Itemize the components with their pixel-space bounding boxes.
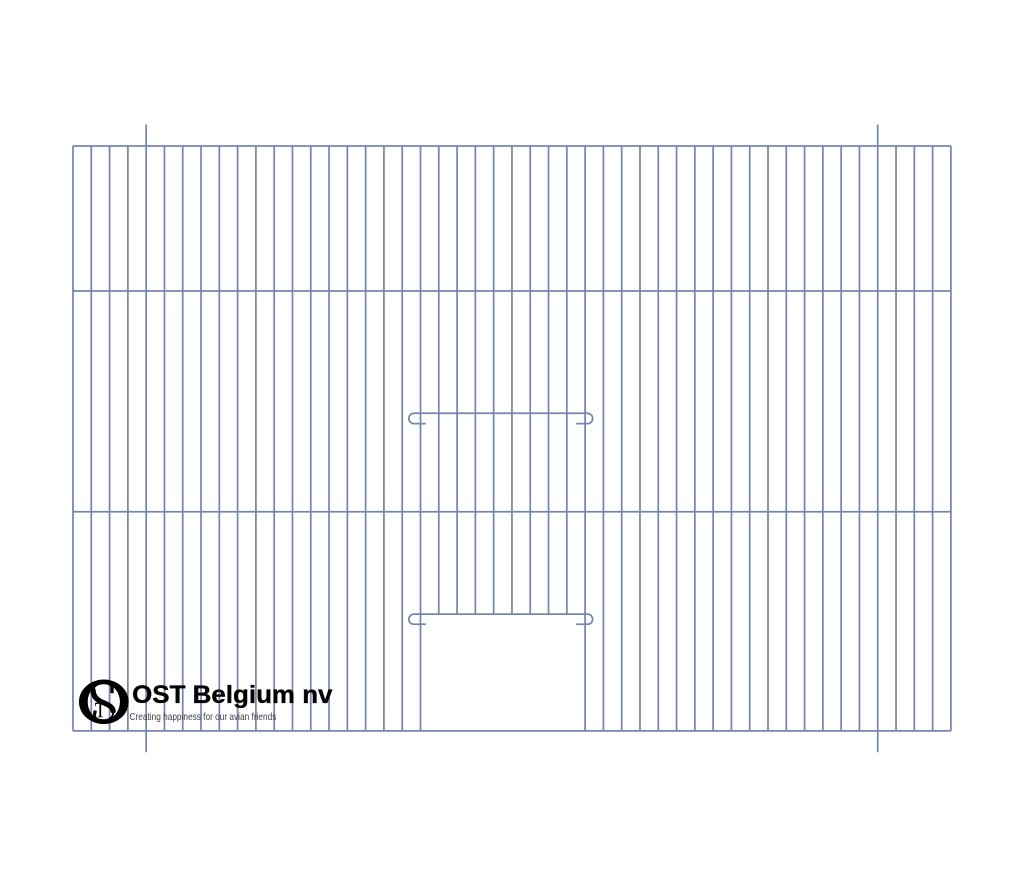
- svg-text:Creating happiness for our avi: Creating happiness for our avian friends: [130, 712, 277, 723]
- svg-text:OST Belgium nv: OST Belgium nv: [132, 682, 333, 709]
